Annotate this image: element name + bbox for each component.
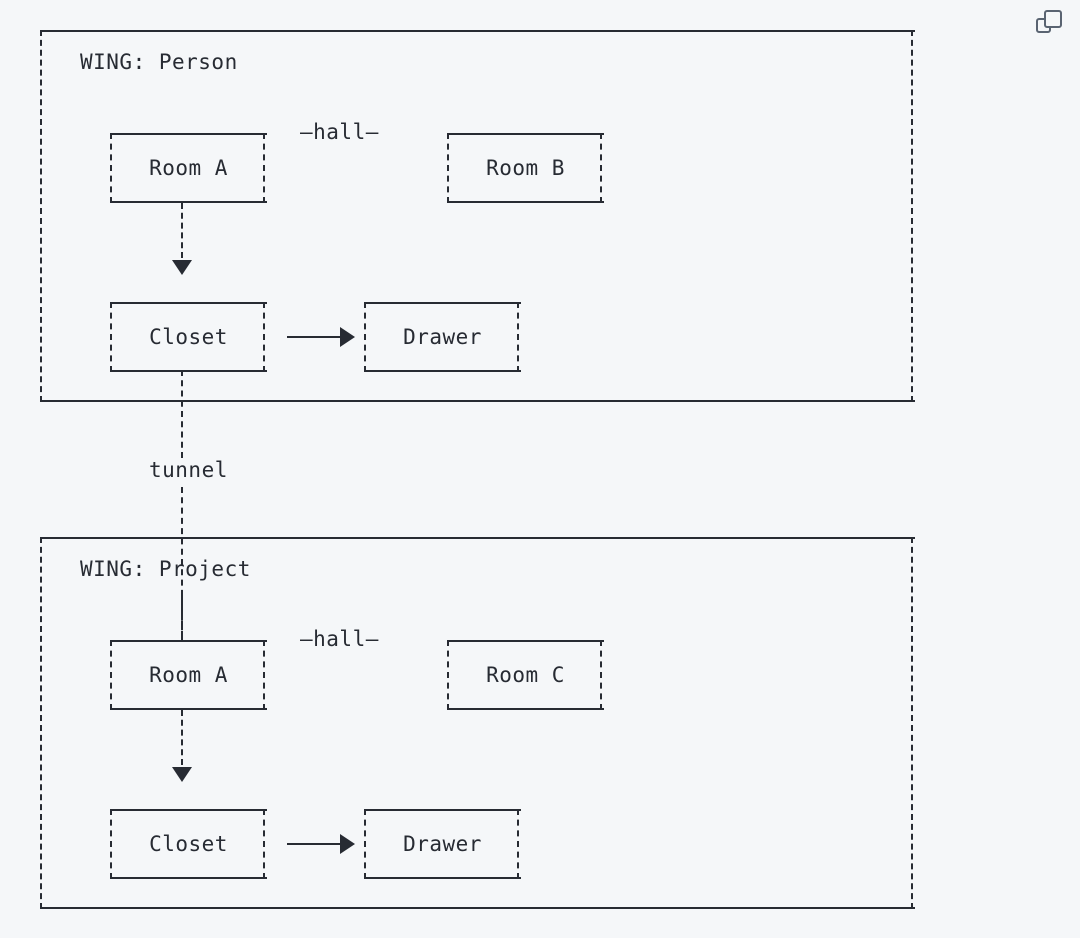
node-border-right xyxy=(516,809,519,879)
node-label: Drawer xyxy=(403,832,482,856)
node-border-right xyxy=(262,640,265,710)
node-border-top xyxy=(364,809,521,811)
copy-icon-front-square xyxy=(1044,10,1062,28)
edge-project-closet-to-drawer-line xyxy=(287,843,342,845)
node-label: Room A xyxy=(149,156,228,180)
wing-project-border-right xyxy=(910,537,913,909)
node-border-left xyxy=(110,809,112,879)
node-border-left xyxy=(110,133,112,203)
node-border-top xyxy=(110,302,267,304)
node-border-left xyxy=(110,302,112,372)
tunnel-label: tunnel xyxy=(145,458,232,482)
node-border-bottom xyxy=(110,370,267,372)
node-border-top xyxy=(447,133,604,135)
node-border-bottom xyxy=(110,877,267,879)
node-project-room-a[interactable]: Room A xyxy=(110,640,267,710)
copy-icon[interactable] xyxy=(1036,10,1066,38)
node-border-right xyxy=(599,133,602,203)
node-label: Room C xyxy=(486,663,565,687)
wing-project-border-left xyxy=(40,537,42,909)
node-border-top xyxy=(447,640,604,642)
node-border-top xyxy=(110,640,267,642)
edge-project-a-to-closet-arrowhead xyxy=(172,767,192,782)
node-person-closet[interactable]: Closet xyxy=(110,302,267,372)
node-border-top xyxy=(364,302,521,304)
node-person-drawer[interactable]: Drawer xyxy=(364,302,521,372)
node-label: Closet xyxy=(149,832,228,856)
wing-project: WING: Project xyxy=(40,537,915,909)
tunnel-line-into-room-a xyxy=(181,595,183,640)
wing-person-border-left xyxy=(40,30,42,402)
node-label: Drawer xyxy=(403,325,482,349)
node-border-bottom xyxy=(364,877,521,879)
node-border-right xyxy=(599,640,602,710)
edge-label-hall-project: —hall— xyxy=(296,627,383,651)
edge-person-a-to-closet-arrowhead xyxy=(172,260,192,275)
node-project-closet[interactable]: Closet xyxy=(110,809,267,879)
wing-project-border-top xyxy=(40,537,915,539)
edge-project-closet-to-drawer-arrowhead xyxy=(340,834,355,854)
node-label: Room A xyxy=(149,663,228,687)
wing-person-border-bottom xyxy=(40,400,915,402)
edge-project-a-to-closet-line xyxy=(181,710,183,765)
wing-person-border-top xyxy=(40,30,915,32)
node-border-left xyxy=(110,640,112,710)
node-border-left xyxy=(364,809,366,879)
wing-project-border-bottom xyxy=(40,907,915,909)
node-border-right xyxy=(262,302,265,372)
node-border-top xyxy=(110,809,267,811)
edge-person-closet-to-drawer-arrowhead xyxy=(340,327,355,347)
node-project-drawer[interactable]: Drawer xyxy=(364,809,521,879)
tunnel-line-lower xyxy=(181,487,183,637)
node-border-bottom xyxy=(447,708,604,710)
node-border-top xyxy=(110,133,267,135)
node-border-left xyxy=(364,302,366,372)
node-person-room-b[interactable]: Room B xyxy=(447,133,604,203)
edge-person-a-to-closet-line xyxy=(181,203,183,258)
node-border-right xyxy=(262,809,265,879)
wing-person: WING: Person xyxy=(40,30,915,402)
wing-person-title: WING: Person xyxy=(80,50,238,74)
node-border-bottom xyxy=(110,201,267,203)
node-border-bottom xyxy=(110,708,267,710)
node-border-bottom xyxy=(364,370,521,372)
wing-project-title: WING: Project xyxy=(80,557,251,581)
node-border-right xyxy=(516,302,519,372)
edge-person-closet-to-drawer-line xyxy=(287,336,342,338)
wing-person-border-right xyxy=(910,30,913,402)
node-label: Closet xyxy=(149,325,228,349)
node-label: Room B xyxy=(486,156,565,180)
node-border-bottom xyxy=(447,201,604,203)
tunnel-line-upper xyxy=(181,370,183,458)
node-border-left xyxy=(447,640,449,710)
node-person-room-a[interactable]: Room A xyxy=(110,133,267,203)
node-border-left xyxy=(447,133,449,203)
node-project-room-c[interactable]: Room C xyxy=(447,640,604,710)
edge-label-hall-person: —hall— xyxy=(296,120,383,144)
node-border-right xyxy=(262,133,265,203)
